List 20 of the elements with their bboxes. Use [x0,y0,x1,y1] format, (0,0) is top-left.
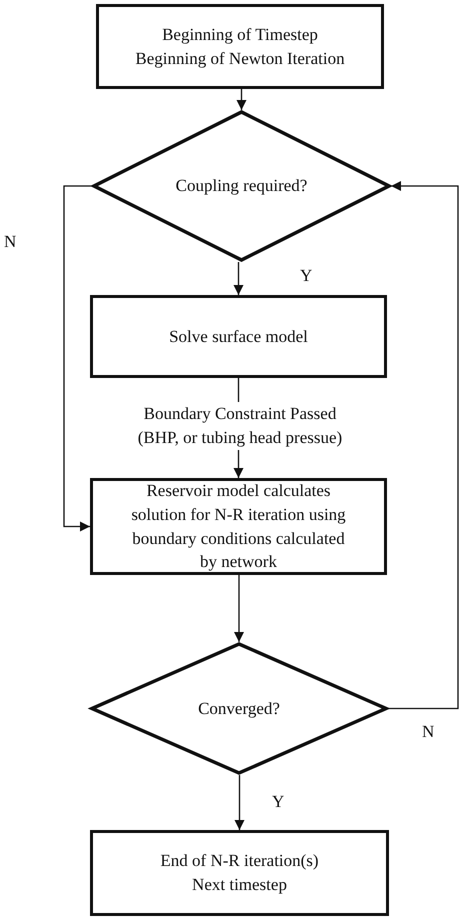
process-box [96,4,384,89]
arrow [388,181,459,710]
arrow [234,575,244,642]
node-text: End of N-R iteration(s) [160,850,319,872]
node-text: Coupling required? [176,175,308,198]
arrow [234,262,244,295]
node-text: Next timestep [192,874,287,896]
node-text: Reservoir model calculates solution for N-R iteration using boundary conditions calculated by network [130,480,347,574]
process-box [90,830,389,916]
decision-diamond [90,642,388,775]
node-text: Beginning of Timestep [162,24,318,46]
node-text: Converged? [198,698,280,720]
arrow [236,89,246,110]
arrow [234,775,244,830]
decision-diamond [92,110,391,262]
process-box [90,295,387,378]
node-text: Solve surface model [169,326,308,348]
process-box [90,478,387,575]
arrow [63,185,92,532]
node-text: Beginning of Newton Iteration [135,48,345,70]
